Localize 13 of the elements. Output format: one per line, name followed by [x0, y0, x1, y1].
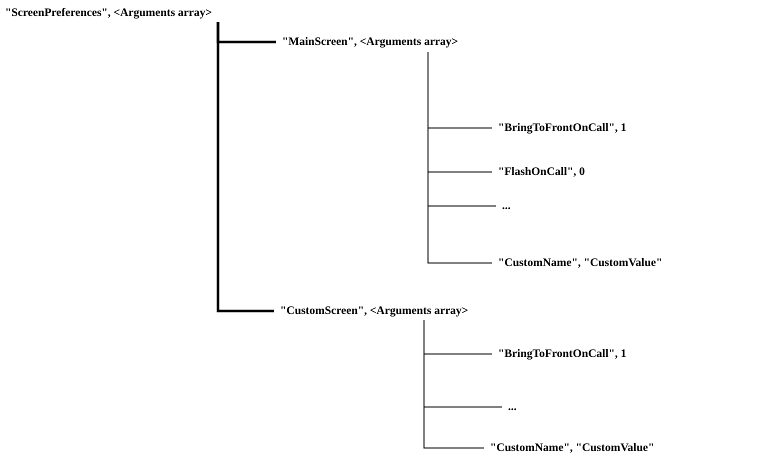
- tree-item-label: ...: [502, 199, 511, 213]
- tree-connector-line: [424, 320, 484, 448]
- tree-item-label: "CustomName", "CustomValue": [498, 256, 662, 270]
- tree-connector-line: [216, 22, 274, 312]
- tree-item-label: "FlashOnCall", 0: [498, 165, 585, 179]
- tree-item-label: "BringToFrontOnCall", 1: [498, 347, 626, 361]
- tree-item-label: "CustomScreen", <Arguments array>: [280, 304, 468, 318]
- tree-item-label: "BringToFrontOnCall", 1: [498, 121, 626, 135]
- tree-item-label: ...: [508, 400, 517, 414]
- tree-item-label: "ScreenPreferences", <Arguments array>: [5, 6, 212, 20]
- tree-item-label: "MainScreen", <Arguments array>: [282, 35, 458, 49]
- tree-item-label: "CustomName", "CustomValue": [490, 441, 654, 455]
- tree-connector-line: [428, 52, 492, 264]
